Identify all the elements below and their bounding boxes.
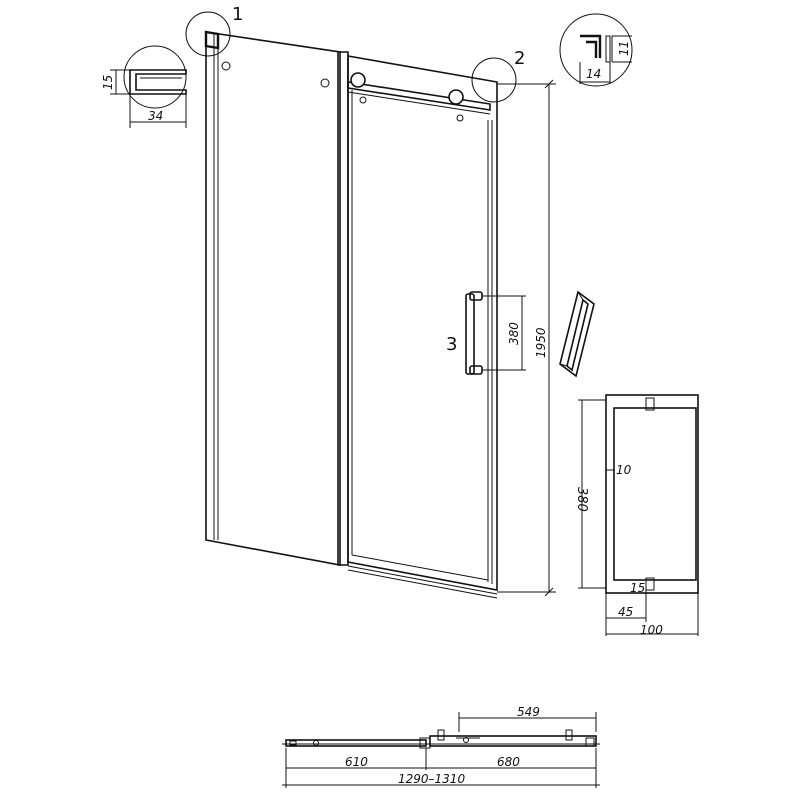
height-label: 1950 xyxy=(534,327,548,358)
plan-total-label: 1290–1310 xyxy=(398,772,465,786)
detail-circle-2 xyxy=(471,57,517,103)
handle-gap-label: 10 xyxy=(616,463,632,477)
handle-spacing-dimension: 380 xyxy=(482,295,526,371)
handle-spacing-label: 380 xyxy=(507,322,521,345)
callout-2: 2 xyxy=(514,48,525,69)
plan-view: 549 610 680 1290–1310 xyxy=(282,705,600,788)
top-rail xyxy=(347,72,491,122)
plan-left-label: 610 xyxy=(345,755,368,769)
plan-right-label: 680 xyxy=(497,755,520,769)
profile-detail-left: 15 34 xyxy=(101,45,187,128)
detail-circle-1 xyxy=(185,11,231,57)
handle-perspective xyxy=(559,290,595,378)
plan-top-label: 549 xyxy=(517,705,540,719)
handle-small-label: 15 xyxy=(630,581,645,595)
callout-3: 3 xyxy=(446,334,457,355)
height-dimension: 1950 xyxy=(497,79,556,597)
roller-right xyxy=(448,89,464,105)
profile-left-width: 34 xyxy=(148,109,163,123)
profile-right-width: 14 xyxy=(586,67,601,81)
sliding-door xyxy=(337,51,498,599)
handle-depth-label: 45 xyxy=(618,605,633,619)
handle-length-label: 380 xyxy=(574,487,589,512)
handle-total-label: 100 xyxy=(640,623,663,637)
callout-1: 1 xyxy=(232,4,243,25)
door-handle xyxy=(465,291,483,375)
profile-right-height: 11 xyxy=(617,41,631,56)
handle-detail: 380 10 15 45 100 xyxy=(574,394,699,637)
profile-detail-right: 11 14 xyxy=(559,13,633,87)
profile-left-height: 15 xyxy=(101,75,115,90)
fixed-glass-panel xyxy=(204,30,341,566)
roller-left xyxy=(350,72,366,88)
